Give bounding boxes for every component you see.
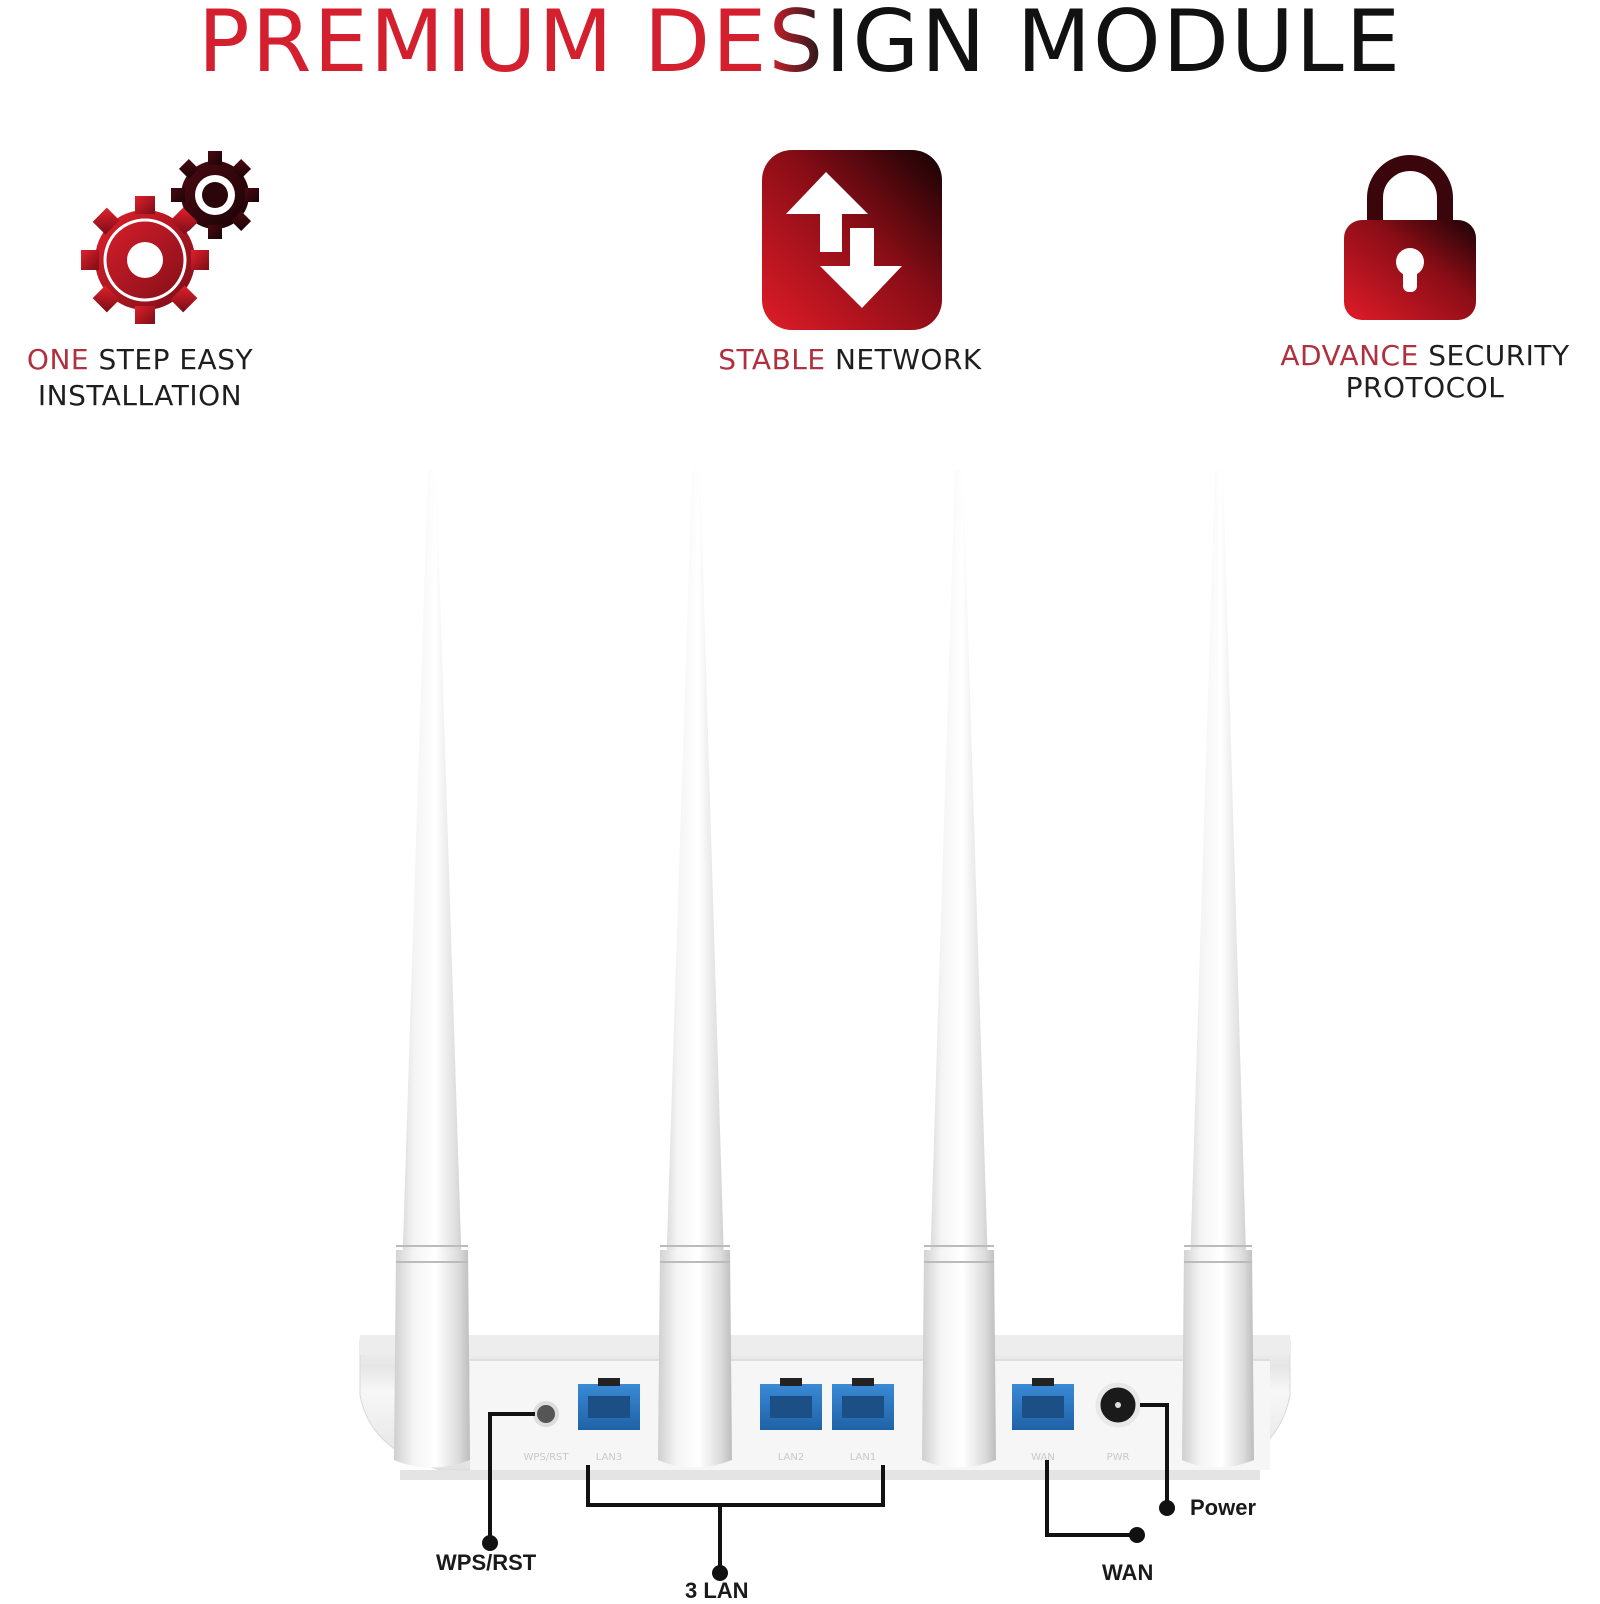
feature-security-protocol: ADVANCE SECURITY PROTOCOL bbox=[1260, 150, 1590, 410]
lan3-port bbox=[578, 1378, 640, 1430]
feature-easy-installation: ONE STEP EASY INSTALLATION bbox=[20, 150, 270, 430]
callout-dots bbox=[482, 1500, 1175, 1581]
title-dark-part: IGN MODULE bbox=[825, 0, 1403, 92]
svg-text:LAN2: LAN2 bbox=[778, 1452, 804, 1463]
svg-text:LAN3: LAN3 bbox=[596, 1452, 622, 1463]
feature-stable-network: STABLE NETWORK bbox=[700, 150, 1000, 390]
antenna-4 bbox=[1182, 470, 1254, 1468]
svg-text:WAN: WAN bbox=[1031, 1452, 1055, 1463]
feature-label: ONE STEP EASY INSTALLATION bbox=[26, 343, 254, 412]
page-title: PREMIUM DESIGN MODULE bbox=[0, 0, 1600, 92]
callout-power: Power bbox=[1190, 1495, 1257, 1520]
lan1-port bbox=[832, 1378, 894, 1430]
title-gradient-part: S bbox=[768, 0, 825, 92]
callout-wan: WAN bbox=[1102, 1560, 1154, 1585]
gears-icon bbox=[81, 151, 259, 324]
wan-port bbox=[1012, 1378, 1074, 1430]
router-body bbox=[359, 1335, 1291, 1480]
title-red-part: PREMIUM DE bbox=[197, 0, 769, 92]
router-illustration: WPS/RST LAN3 LAN2 LAN1 WAN PWR bbox=[359, 470, 1291, 1581]
feature-label: STABLE NETWORK bbox=[718, 343, 982, 376]
up-down-arrows-icon bbox=[762, 150, 942, 330]
wps-button bbox=[533, 1401, 559, 1427]
svg-text:LAN1: LAN1 bbox=[850, 1452, 876, 1463]
antenna-2 bbox=[658, 470, 732, 1468]
padlock-icon bbox=[1344, 155, 1476, 320]
callout-lines bbox=[488, 1403, 1169, 1570]
callout-3-lan: 3 LAN bbox=[685, 1578, 749, 1603]
svg-text:WPS/RST: WPS/RST bbox=[523, 1452, 569, 1463]
antenna-1 bbox=[394, 470, 470, 1468]
lan2-port bbox=[760, 1378, 822, 1430]
antenna-3 bbox=[922, 470, 996, 1468]
feature-label: ADVANCE SECURITY PROTOCOL bbox=[1280, 339, 1570, 404]
svg-text:PWR: PWR bbox=[1107, 1452, 1130, 1463]
callout-wps-rst: WPS/RST bbox=[436, 1550, 537, 1575]
